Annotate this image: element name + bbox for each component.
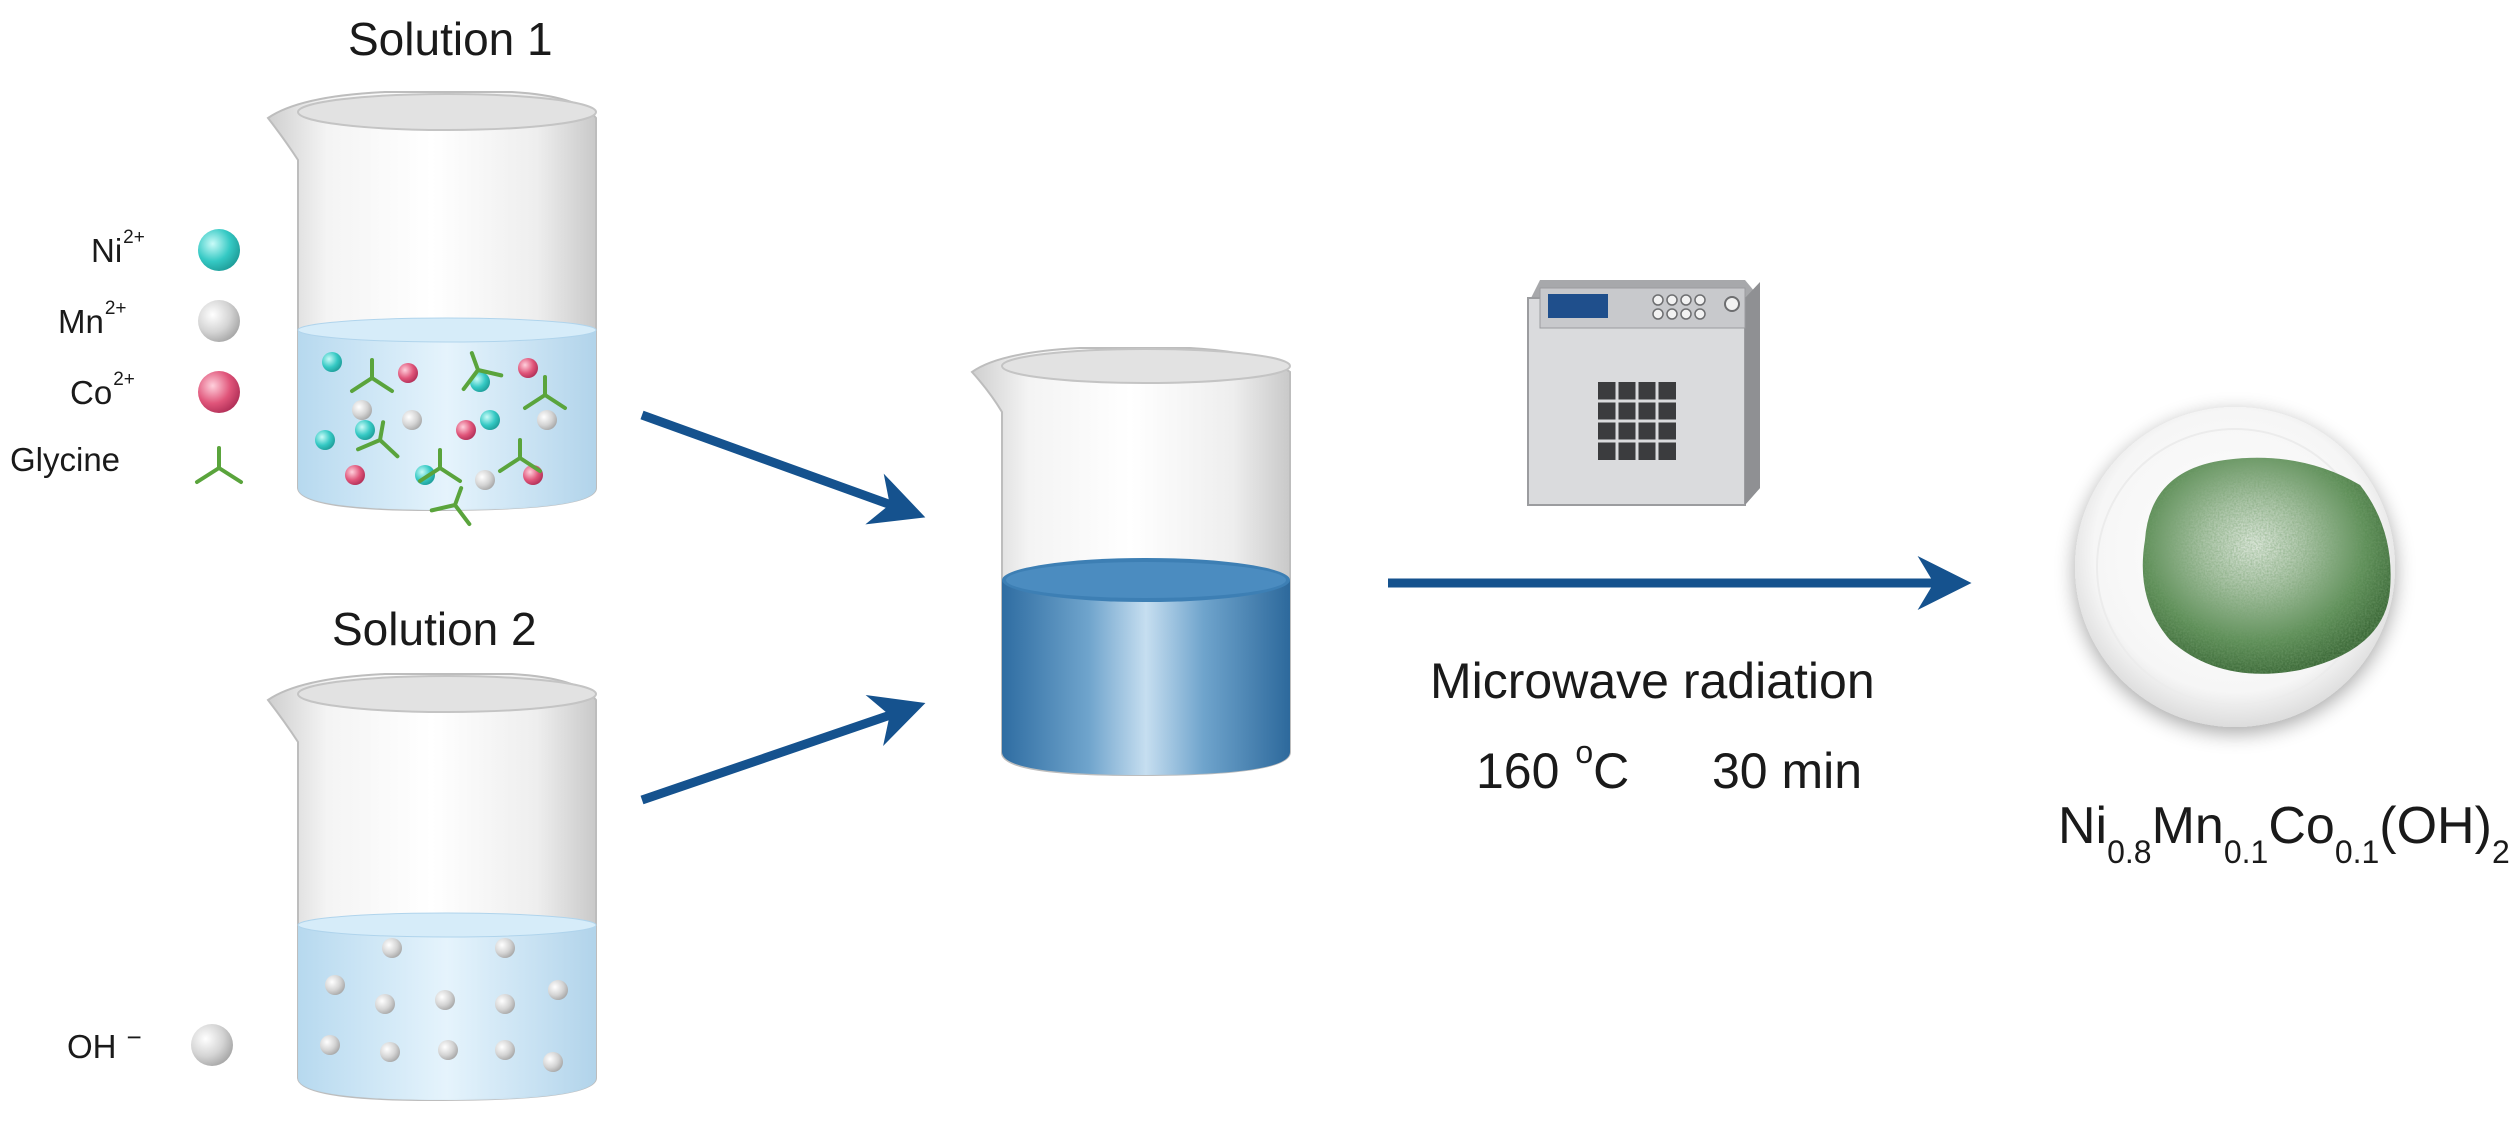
solution-1-title: Solution 1 xyxy=(348,13,553,65)
hydroxide-ion xyxy=(320,1035,340,1055)
hydroxide-ion xyxy=(382,938,402,958)
glycine-molecule xyxy=(461,351,504,392)
ni-ion xyxy=(315,430,335,450)
co-ion xyxy=(398,363,418,383)
co-ion-legend-icon xyxy=(198,371,240,413)
mn-ion-label: Mn2+ xyxy=(58,298,127,340)
microwave-reactor-icon xyxy=(1527,280,1760,506)
beaker-solution-2 xyxy=(266,673,597,1102)
arrow-solution-2-to-mix xyxy=(640,694,926,805)
temperature-label: 160 oC xyxy=(1476,734,1630,799)
arrow-solution-1-to-mix xyxy=(640,410,926,525)
co-ion xyxy=(345,465,365,485)
beaker-solution-1 xyxy=(266,91,597,512)
co-ion-label: Co2+ xyxy=(70,369,135,411)
ni-ion xyxy=(322,352,342,372)
glycine-molecule xyxy=(418,448,462,483)
product-plate-icon xyxy=(2075,407,2395,727)
mn-ion xyxy=(402,410,422,430)
hydroxide-ion-legend-icon xyxy=(191,1024,233,1066)
hydroxide-ion xyxy=(495,938,515,958)
solution-2-particles xyxy=(320,938,568,1072)
hydroxide-ion xyxy=(548,980,568,1000)
co-ion xyxy=(518,358,538,378)
hydroxide-ion xyxy=(435,990,455,1010)
hydroxide-ion xyxy=(495,1040,515,1060)
time-label: 30 min xyxy=(1712,743,1863,799)
ni-ion-label: Ni2+ xyxy=(91,227,145,269)
glycine-legend-icon xyxy=(195,446,243,484)
mn-ion xyxy=(537,410,557,430)
mn-ion xyxy=(352,400,372,420)
ni-ion-legend-icon xyxy=(198,229,240,271)
mn-ion-legend-icon xyxy=(198,300,240,342)
hydroxide-ion xyxy=(380,1042,400,1062)
hydroxide-ion-label: OH− xyxy=(67,1022,142,1065)
glycine-molecule xyxy=(429,486,472,527)
beaker-mixed-solution xyxy=(970,347,1291,777)
solution-1-particles xyxy=(315,351,567,527)
co-ion xyxy=(456,420,476,440)
process-description: Microwave radiation xyxy=(1430,653,1875,709)
hydroxide-ion xyxy=(375,994,395,1014)
solution-2-title: Solution 2 xyxy=(332,603,537,655)
product-formula: Ni0.8Mn0.1Co0.1(OH)2 xyxy=(2058,797,2510,870)
hydroxide-ion xyxy=(495,994,515,1014)
hydroxide-ion xyxy=(543,1052,563,1072)
hydroxide-ion xyxy=(438,1040,458,1060)
glycine-label: Glycine xyxy=(10,441,121,478)
mn-ion xyxy=(475,470,495,490)
glycine-molecule xyxy=(523,375,567,410)
glycine-molecule xyxy=(356,420,400,459)
ni-ion xyxy=(480,410,500,430)
glycine-molecule xyxy=(350,358,394,393)
hydroxide-ion xyxy=(325,975,345,995)
glycine-molecule xyxy=(498,438,542,473)
ni-ion xyxy=(355,420,375,440)
